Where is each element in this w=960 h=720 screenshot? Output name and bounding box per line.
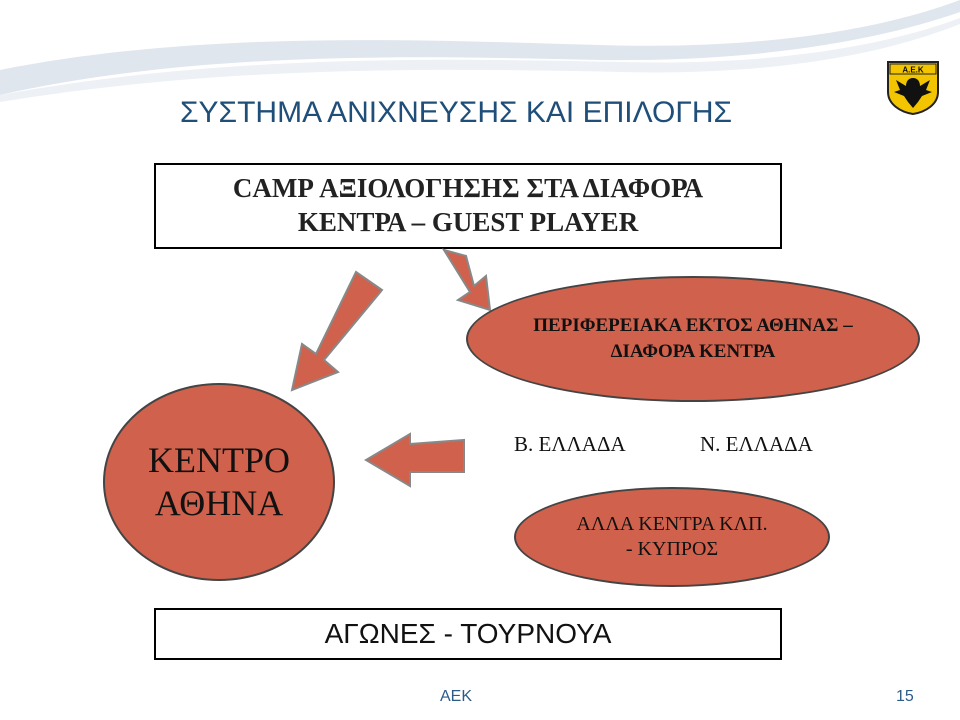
- aek-logo: A.E.K: [884, 58, 942, 116]
- footer-label: ΑΕΚ: [440, 688, 473, 705]
- slide-title: ΣΥΣΤΗΜΑ ΑΝΙΧΝΕΥΣΗΣ ΚΑΙ ΕΠΙΛΟΓΗΣ: [180, 96, 733, 129]
- camp-evaluation-box: CAMP ΑΞΙΟΛΟΓΗΣΗΣ ΣΤΑ ΔΙΑΦΟΡΑ ΚΕΝΤΡΑ – GU…: [154, 163, 782, 249]
- other-line-1: ΑΛΛΑ ΚΕΝΤΡΑ ΚΛΠ.: [576, 513, 768, 535]
- regional-line-2: ΔΙΑΦΟΡΑ ΚΕΝΤΡΑ: [610, 341, 776, 362]
- arrow-to-region: [441, 248, 492, 312]
- other-centers-ellipse: ΑΛΛΑ ΚΕΝΤΡΑ ΚΛΠ. - ΚΥΠΡΟΣ: [514, 487, 830, 587]
- athens-line-2: ΑΘΗΝΑ: [154, 483, 284, 523]
- page-number: 15: [896, 688, 914, 705]
- matches-tournaments-box: ΑΓΩΝΕΣ - ΤΟΥΡΝΟΥΑ: [154, 608, 782, 660]
- arrow-to-athens: [290, 270, 384, 392]
- header-swoosh-decoration: [0, 0, 960, 102]
- camp-box-line-1: CAMP ΑΞΙΟΛΟΓΗΣΗΣ ΣΤΑ ΔΙΑΦΟΡΑ: [232, 173, 704, 204]
- aek-eagle-icon: A.E.K: [887, 61, 939, 116]
- arrow-left-to-athens: [364, 432, 465, 488]
- logo-text: A.E.K: [902, 66, 924, 75]
- north-greece-label: Β. ΕΛΛΑΔΑ: [514, 432, 626, 456]
- south-greece-label: Ν. ΕΛΛΑΔΑ: [700, 432, 813, 456]
- regional-centers-ellipse: ΠΕΡΙΦΕΡΕΙΑΚΑ ΕΚΤΟΣ ΑΘΗΝΑΣ – ΔΙΑΦΟΡΑ ΚΕΝΤ…: [466, 276, 920, 402]
- athens-center-ellipse: ΚΕΝΤΡΟ ΑΘΗΝΑ: [103, 383, 335, 581]
- athens-line-1: ΚΕΝΤΡΟ: [148, 439, 290, 480]
- other-line-2: - ΚΥΠΡΟΣ: [625, 538, 719, 560]
- regional-line-1: ΠΕΡΙΦΕΡΕΙΑΚΑ ΕΚΤΟΣ ΑΘΗΝΑΣ –: [533, 315, 853, 337]
- camp-box-line-2: ΚΕΝΤΡΑ – GUEST PLAYER: [297, 207, 639, 237]
